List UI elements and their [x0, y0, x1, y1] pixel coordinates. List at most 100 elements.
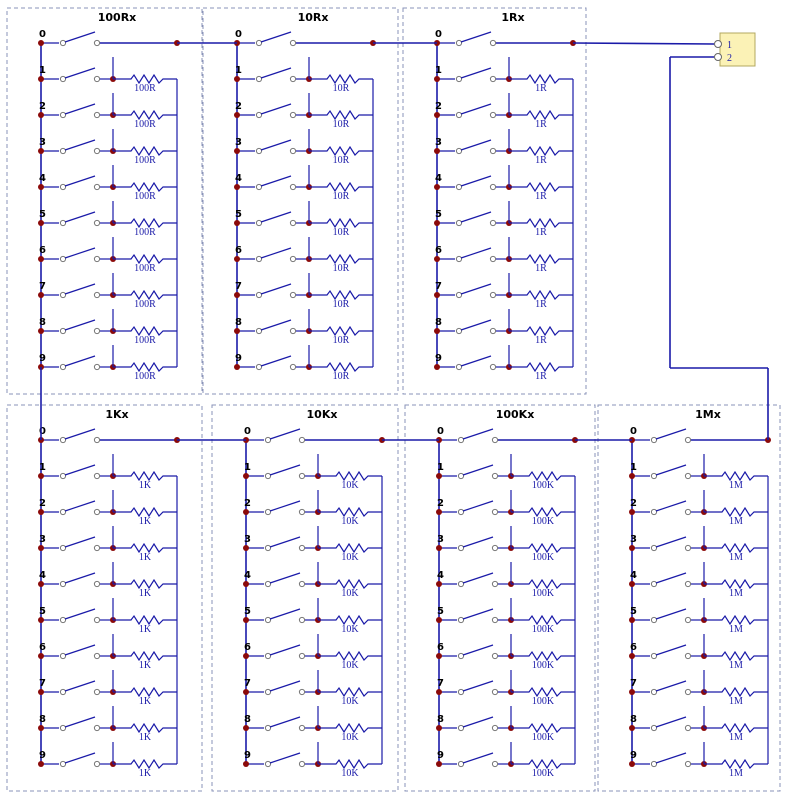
- switch-blade: [655, 572, 687, 584]
- switch-contact: [457, 688, 465, 696]
- switch-blade: [462, 644, 494, 656]
- switch-contact: [264, 544, 272, 552]
- switch-contact: [59, 111, 67, 119]
- resistor: [309, 181, 373, 193]
- switch-contact: [298, 472, 306, 480]
- decade-title: 10Rx: [298, 11, 329, 24]
- position-label: 0: [39, 29, 46, 40]
- connector-pin-label: 1: [727, 40, 732, 51]
- switch-contact: [489, 327, 497, 335]
- resistor-value-label: 10K: [341, 552, 359, 563]
- switch-contact: [59, 219, 67, 227]
- junction-dot: [243, 509, 249, 515]
- junction-dot: [436, 473, 442, 479]
- switch-contact: [59, 724, 67, 732]
- switch-blade: [460, 211, 492, 223]
- position-label: 2: [244, 498, 251, 509]
- switch-blade: [269, 464, 301, 476]
- junction-dot: [629, 473, 635, 479]
- position-label: 3: [437, 534, 444, 545]
- resistor-value-label: 100K: [532, 552, 555, 563]
- resistor-value-label: 1M: [729, 552, 743, 563]
- junction-dot: [629, 509, 635, 515]
- switch-position: 71R: [434, 273, 574, 331]
- switch-blade: [64, 608, 96, 620]
- switch-position: 31M: [629, 526, 769, 584]
- resistor: [511, 614, 575, 626]
- resistor-value-label: 1M: [729, 480, 743, 491]
- junction-dot: [629, 761, 635, 767]
- resistor: [511, 650, 575, 662]
- resistor-value-label: 100R: [134, 371, 156, 382]
- position-label: 4: [244, 570, 251, 581]
- switch-blade: [64, 211, 96, 223]
- position-label: 7: [630, 678, 637, 689]
- resistor: [511, 506, 575, 518]
- resistor: [509, 253, 573, 265]
- switch-contact: [650, 760, 658, 768]
- resistor-value-label: 1M: [729, 732, 743, 743]
- switch-contact: [684, 760, 692, 768]
- switch-position: 11M: [629, 454, 769, 512]
- switch-blade: [64, 175, 96, 187]
- switch-blade: [260, 247, 292, 259]
- resistor-value-label: 100K: [532, 660, 555, 671]
- junction-dot: [234, 292, 240, 298]
- switch-blade: [655, 500, 687, 512]
- resistor: [113, 289, 177, 301]
- resistor-value-label: 100R: [134, 119, 156, 130]
- switch-blade: [269, 608, 301, 620]
- switch-contact: [298, 580, 306, 588]
- switch-contact: [255, 111, 263, 119]
- resistor: [509, 325, 573, 337]
- position-label: 7: [435, 281, 442, 292]
- resistor-value-label: 1K: [139, 516, 152, 527]
- junction-dot: [629, 617, 635, 623]
- switch-blade: [460, 103, 492, 115]
- resistor: [309, 325, 373, 337]
- switch-position: 61M: [629, 634, 769, 692]
- switch-contact: [489, 183, 497, 191]
- junction-dot: [234, 364, 240, 370]
- position-label: 2: [39, 101, 46, 112]
- junction-dot: [243, 473, 249, 479]
- junction-dot: [38, 328, 44, 334]
- position-label: 0: [630, 426, 637, 437]
- decade-title: 1Rx: [501, 11, 524, 24]
- switch-position: 2 100R: [38, 93, 178, 151]
- resistor: [113, 109, 177, 121]
- switch-blade: [655, 608, 687, 620]
- switch-contact: [264, 436, 272, 444]
- switch-contact: [650, 436, 658, 444]
- switch-contact: [93, 652, 101, 660]
- switch-contact: [255, 255, 263, 263]
- junction-dot: [434, 364, 440, 370]
- switch-contact: [455, 291, 463, 299]
- switch-contact: [93, 291, 101, 299]
- switch-blade: [460, 319, 492, 331]
- resistor-value-label: 100K: [532, 696, 555, 707]
- switch-blade: [460, 139, 492, 151]
- switch-contact: [93, 508, 101, 516]
- switch-contact: [255, 219, 263, 227]
- switch-contact: [289, 39, 297, 47]
- resistor-value-label: 100K: [532, 624, 555, 635]
- resistor-value-label: 10R: [333, 299, 350, 310]
- junction-dot: [434, 76, 440, 82]
- switch-blade: [462, 464, 494, 476]
- junction-dot: [38, 184, 44, 190]
- decade-title: 100Rx: [98, 11, 137, 24]
- switch-contact: [491, 472, 499, 480]
- resistor-value-label: 100K: [532, 732, 555, 743]
- switch-blade: [460, 67, 492, 79]
- position-label: 4: [630, 570, 637, 581]
- switch-contact: [255, 327, 263, 335]
- position-label: 7: [244, 678, 251, 689]
